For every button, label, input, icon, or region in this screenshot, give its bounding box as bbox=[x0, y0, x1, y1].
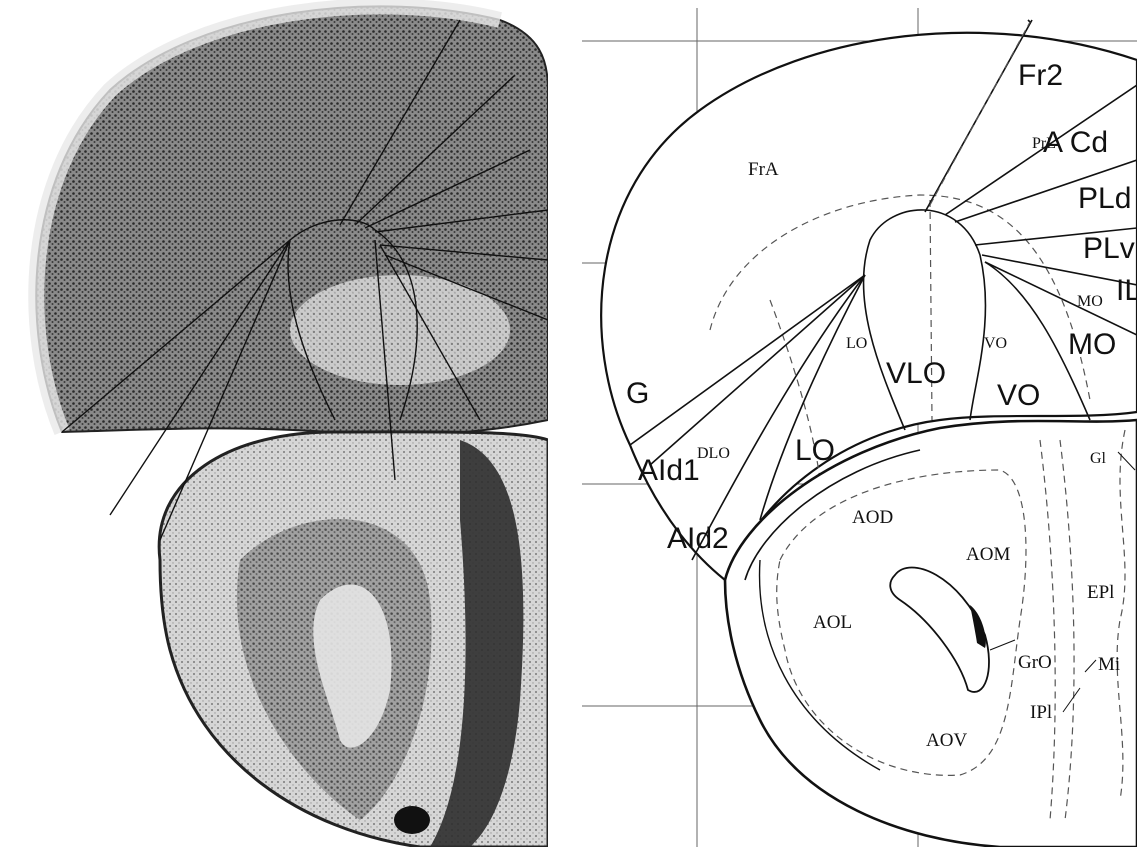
label-pld: PLd bbox=[1078, 182, 1131, 215]
label-dlo: DLO bbox=[697, 445, 730, 462]
label-aol: AOL bbox=[813, 612, 852, 633]
label-il: IL bbox=[1116, 274, 1137, 307]
label-mo-big: MO bbox=[1068, 328, 1116, 361]
label-mi: Mi bbox=[1098, 654, 1120, 675]
label-epl: EPl bbox=[1087, 582, 1114, 603]
label-gro: GrO bbox=[1018, 652, 1052, 673]
label-mo-small: MO bbox=[1077, 293, 1103, 310]
label-aom: AOM bbox=[966, 544, 1010, 565]
label-aod: AOD bbox=[852, 507, 893, 528]
label-plv: PLv bbox=[1083, 232, 1135, 265]
label-aov: AOV bbox=[926, 730, 967, 751]
histology-section bbox=[36, 6, 548, 847]
label-fr2: Fr2 bbox=[1018, 59, 1063, 92]
label-ipl: IPl bbox=[1030, 702, 1052, 723]
label-vo-small: VO bbox=[984, 335, 1007, 352]
label-gl: Gl bbox=[1090, 450, 1107, 467]
label-vo-big: VO bbox=[997, 379, 1040, 412]
label-fra: FrA bbox=[748, 159, 779, 180]
label-lo-small: LO bbox=[846, 335, 867, 352]
label-vlo: VLO bbox=[886, 357, 946, 390]
label-lo-big: LO bbox=[795, 434, 835, 467]
label-g: G bbox=[626, 377, 649, 410]
label-aid1: AId1 bbox=[638, 454, 700, 487]
label-a-cd: A Cd bbox=[1043, 126, 1108, 159]
label-aid2: AId2 bbox=[667, 522, 729, 555]
